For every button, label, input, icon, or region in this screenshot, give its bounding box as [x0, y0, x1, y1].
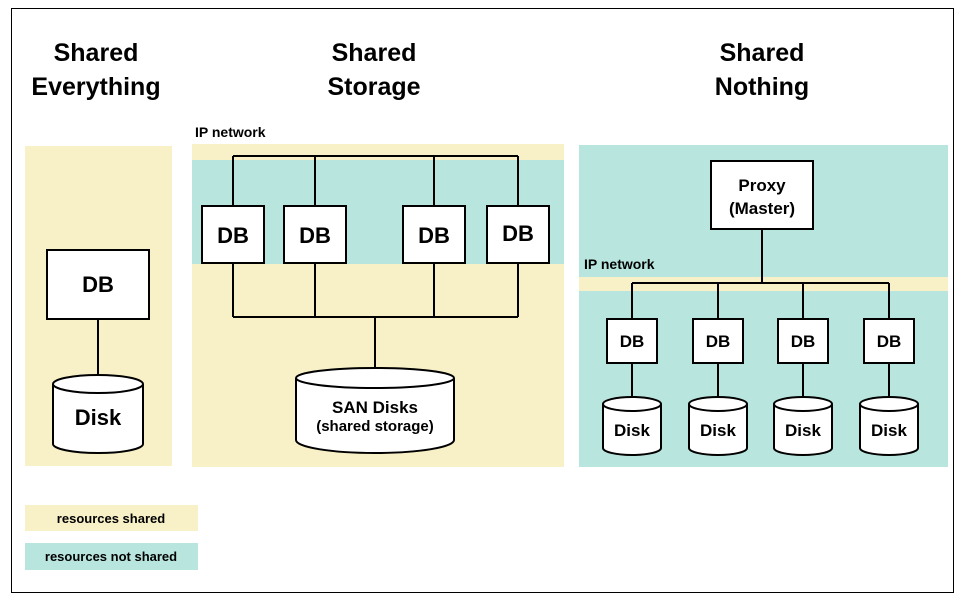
disk-icon — [602, 396, 662, 456]
legend-not-shared-swatch — [25, 543, 198, 570]
db-box-4 — [486, 205, 550, 264]
db-label-2: DB — [299, 223, 331, 248]
san-disks-sublabel: (shared storage) — [316, 418, 434, 435]
legend-shared-swatch — [25, 505, 198, 531]
db-label: DB — [706, 332, 731, 351]
proxy-master-box — [710, 160, 814, 230]
db-box — [863, 318, 915, 364]
db-box — [46, 249, 150, 320]
db-label: DB — [82, 272, 114, 297]
legend-shared-label: resources shared — [57, 511, 165, 526]
san-disks-icon — [295, 367, 455, 454]
disk-label: Disk — [75, 405, 122, 430]
db-label-4: DB — [502, 221, 534, 246]
proxy-label: Proxy — [738, 176, 786, 195]
disk-label: Disk — [700, 421, 736, 440]
disk-label: Disk — [871, 421, 907, 440]
shared-storage-title-line1: Shared — [332, 39, 417, 67]
db-box — [777, 318, 829, 364]
db-label: DB — [877, 332, 902, 351]
disk-icon — [688, 396, 748, 456]
disk-icon — [52, 374, 144, 454]
shared-everything-title-line2: Everything — [31, 73, 160, 101]
shared-storage-title-line2: Storage — [327, 73, 420, 101]
disk-label: Disk — [614, 421, 650, 440]
node-3: DB Disk — [773, 318, 833, 456]
node-4: DB Disk — [859, 318, 919, 456]
legend-not-shared-label: resources not shared — [45, 549, 177, 564]
disk-icon — [773, 396, 833, 456]
db-box — [692, 318, 744, 364]
db-label-1: DB — [217, 223, 249, 248]
proxy-sublabel: (Master) — [729, 199, 795, 218]
san-disks-label: SAN Disks — [332, 398, 418, 417]
db-label: DB — [620, 332, 645, 351]
disk-icon — [859, 396, 919, 456]
diagram-frame — [11, 8, 954, 593]
disk-label: Disk — [785, 421, 821, 440]
db-label-3: DB — [418, 223, 450, 248]
shared-nothing-network-label: IP network — [584, 256, 655, 272]
shared-nothing-title-line1: Shared — [720, 39, 805, 67]
shared-storage-network-label: IP network — [195, 124, 266, 140]
node-1: DB Disk — [602, 318, 662, 456]
shared-everything-title-line1: Shared — [54, 39, 139, 67]
shared-nothing-title-line2: Nothing — [715, 73, 809, 101]
db-box-3 — [402, 205, 466, 264]
db-label: DB — [791, 332, 816, 351]
node-2: DB Disk — [688, 318, 748, 456]
